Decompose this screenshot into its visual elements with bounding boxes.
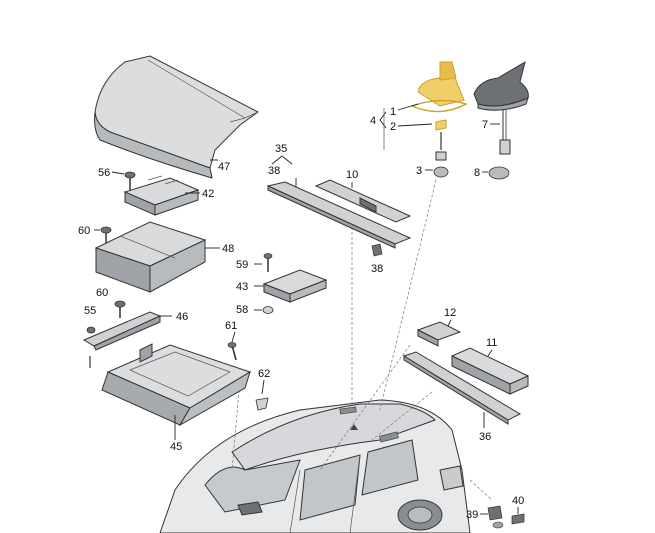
module-11-12-36: 12 11 36 xyxy=(402,307,530,443)
callout-36: 36 xyxy=(479,431,491,443)
callout-38-top: 38 xyxy=(268,165,280,177)
leader-lines xyxy=(231,179,493,501)
screw-icon xyxy=(124,171,136,179)
fasteners-61-62: 61 62 xyxy=(225,320,270,411)
callout-7: 7 xyxy=(482,119,488,131)
module-43: 59 43 58 xyxy=(236,253,328,316)
callout-8: 8 xyxy=(474,167,480,179)
callout-35: 35 xyxy=(275,143,287,155)
cover-panel-47: 47 xyxy=(94,55,259,179)
module-42: 56 42 xyxy=(98,167,214,216)
callout-46: 46 xyxy=(176,311,188,323)
callout-38-lower: 38 xyxy=(371,263,383,275)
callout-39: 39 xyxy=(466,509,478,521)
callout-10: 10 xyxy=(346,169,358,181)
screw-icon xyxy=(86,326,96,334)
callout-47: 47 xyxy=(218,161,230,173)
callout-3: 3 xyxy=(416,165,422,177)
screw-icon xyxy=(263,253,273,259)
antenna-base-assembly: 1 2 4 3 xyxy=(370,61,468,178)
callout-11: 11 xyxy=(486,337,497,349)
callout-42: 42 xyxy=(202,188,214,200)
callout-55: 55 xyxy=(84,305,96,317)
callout-56: 56 xyxy=(98,167,110,179)
roof-antenna-icon: 7 8 xyxy=(473,60,529,180)
clips-39-40: 39 40 xyxy=(466,495,525,529)
screw-icon xyxy=(114,300,126,308)
sedan-car-icon xyxy=(159,399,471,533)
callout-1: 1 xyxy=(390,106,396,118)
callout-48: 48 xyxy=(222,243,234,255)
bracket-46: 60 55 46 xyxy=(82,287,188,368)
callout-60-top: 60 xyxy=(78,225,90,237)
callout-43: 43 xyxy=(236,281,248,293)
callout-4: 4 xyxy=(370,115,376,127)
tray-45: 45 xyxy=(101,343,252,453)
callout-61: 61 xyxy=(225,320,237,332)
module-48: 60 48 xyxy=(78,221,234,293)
trim-strips: 35 38 10 38 xyxy=(266,143,412,275)
callout-12: 12 xyxy=(444,307,456,319)
callout-60-lower: 60 xyxy=(96,287,108,299)
callout-45: 45 xyxy=(170,441,182,453)
callout-58: 58 xyxy=(236,304,248,316)
callout-62: 62 xyxy=(258,368,270,380)
callout-2: 2 xyxy=(390,121,396,133)
callout-59: 59 xyxy=(236,259,248,271)
screw-icon xyxy=(100,226,112,234)
screw-icon xyxy=(227,342,237,348)
callout-40: 40 xyxy=(512,495,524,507)
